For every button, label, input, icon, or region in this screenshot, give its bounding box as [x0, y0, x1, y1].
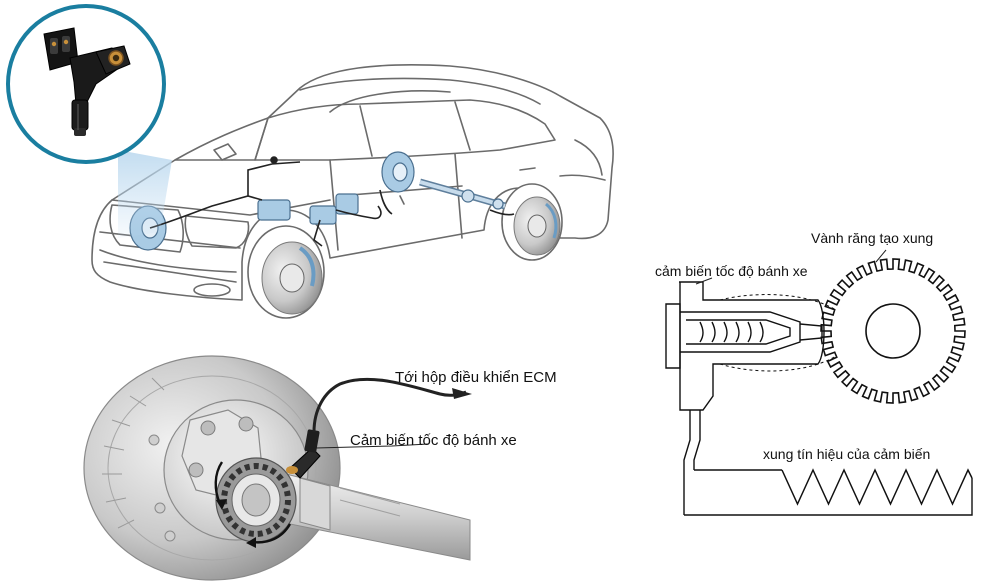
sensor-product-image	[43, 27, 131, 136]
car-front-wheel	[247, 225, 325, 319]
sensor-inset	[6, 4, 166, 164]
sensor-schematic	[665, 258, 973, 516]
label-wheel-speed-sensor: Cảm biến tốc độ bánh xe	[350, 432, 517, 449]
ecm-arrow	[452, 388, 472, 399]
label-signal-pulse: xung tín hiệu của cảm biến	[763, 446, 931, 462]
inset-beam	[118, 150, 172, 238]
schematic-ring-hub	[865, 303, 921, 359]
signal-pulse-waveform	[781, 468, 973, 506]
label-tone-ring: Vành răng tạo xung	[811, 230, 934, 246]
label-schematic-sensor: cảm biến tốc độ bánh xe	[655, 263, 808, 279]
schematic-sensor-body	[665, 281, 825, 515]
label-to-ecm: Tới hộp điều khiển ECM	[395, 369, 557, 386]
hub-sensor	[286, 429, 321, 479]
car-rear-wheel	[501, 183, 563, 261]
car-illustration	[91, 64, 614, 301]
brake-disc-illustration	[83, 355, 471, 581]
